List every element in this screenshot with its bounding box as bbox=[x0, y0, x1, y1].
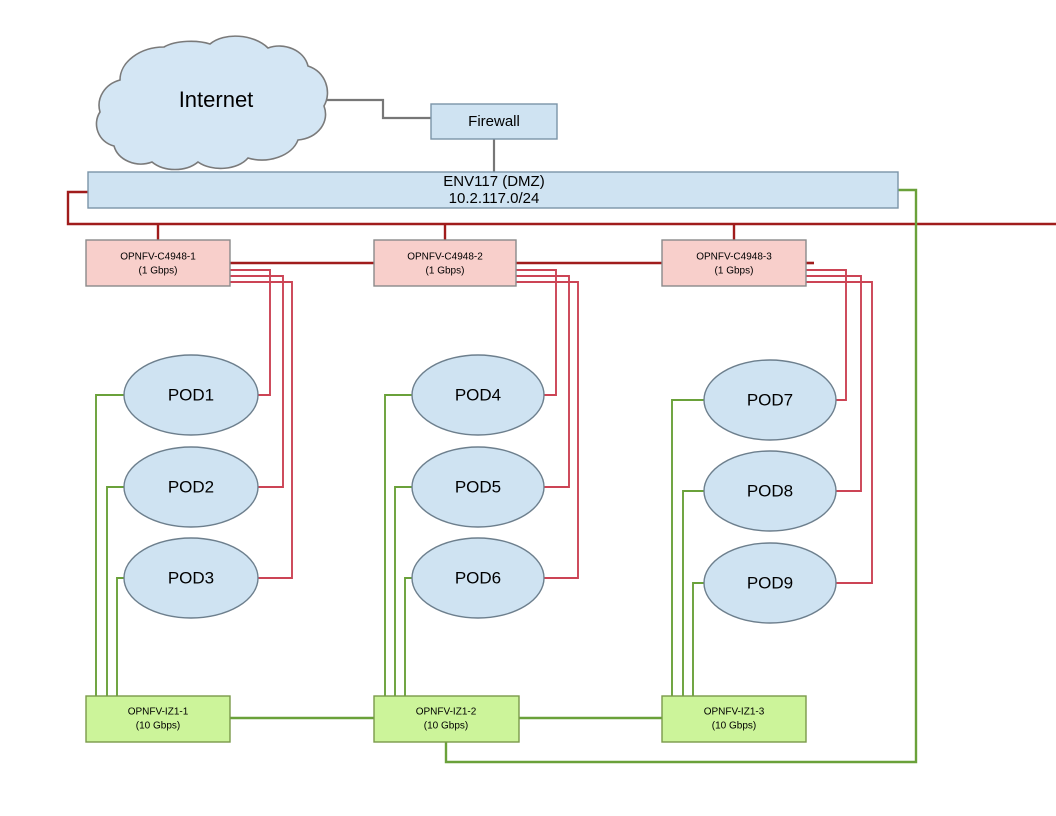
firewall-label: Firewall bbox=[468, 113, 520, 130]
core-switch-1-name: OPNFV-IZ1-1 bbox=[128, 707, 189, 718]
dmz-label-name: ENV117 (DMZ) bbox=[443, 173, 544, 190]
link-dmz-to-core-return bbox=[444, 188, 918, 764]
access-switch-2-name: OPNFV-C4948-2 bbox=[407, 252, 483, 263]
link-pods-to-iz1-3 bbox=[671, 399, 704, 696]
pod-node-8[interactable]: POD8 bbox=[703, 450, 837, 532]
core-switch-2-name: OPNFV-IZ1-2 bbox=[416, 707, 477, 718]
pod-5-label: POD5 bbox=[455, 477, 501, 496]
access-switch-3[interactable]: OPNFV-C4948-3 (1 Gbps) bbox=[661, 239, 807, 287]
link-pods-to-iz1-2 bbox=[384, 394, 412, 696]
pod-node-7[interactable]: POD7 bbox=[703, 359, 837, 441]
core-switch-3-name: OPNFV-IZ1-3 bbox=[704, 707, 765, 718]
pod-4-label: POD4 bbox=[455, 385, 501, 404]
link-c4948-3-to-pods bbox=[806, 269, 873, 584]
pod-node-9[interactable]: POD9 bbox=[703, 542, 837, 624]
pod-node-2[interactable]: POD2 bbox=[123, 446, 259, 528]
access-switch-1-name: OPNFV-C4948-1 bbox=[120, 252, 196, 263]
access-switch-1[interactable]: OPNFV-C4948-1 (1 Gbps) bbox=[85, 239, 231, 287]
pod-node-3[interactable]: POD3 bbox=[123, 537, 259, 619]
access-switch-3-speed: (1 Gbps) bbox=[715, 266, 754, 277]
link-internet-to-firewall bbox=[325, 98, 431, 120]
core-switch-1[interactable]: OPNFV-IZ1-1 (10 Gbps) bbox=[85, 695, 231, 743]
dmz-segment[interactable]: ENV117 (DMZ) 10.2.117.0/24 bbox=[87, 171, 899, 209]
core-switch-3[interactable]: OPNFV-IZ1-3 (10 Gbps) bbox=[661, 695, 807, 743]
firewall-node[interactable]: Firewall bbox=[430, 103, 558, 140]
link-c4948-1-to-pods bbox=[230, 269, 293, 579]
pod-3-label: POD3 bbox=[168, 568, 214, 587]
pod-node-5[interactable]: POD5 bbox=[411, 446, 545, 528]
internet-cloud[interactable]: Internet bbox=[95, 35, 329, 171]
core-switch-2-speed: (10 Gbps) bbox=[424, 721, 468, 732]
pod-2-label: POD2 bbox=[168, 477, 214, 496]
core-switch-1-speed: (10 Gbps) bbox=[136, 721, 180, 732]
link-trunk-drops bbox=[156, 224, 736, 240]
core-switch-3-speed: (10 Gbps) bbox=[712, 721, 756, 732]
core-switch-2[interactable]: OPNFV-IZ1-2 (10 Gbps) bbox=[373, 695, 520, 743]
pod-node-6[interactable]: POD6 bbox=[411, 537, 545, 619]
link-pods-to-iz1-1 bbox=[95, 394, 124, 696]
pod-7-label: POD7 bbox=[747, 390, 793, 409]
internet-cloud-label: Internet bbox=[179, 87, 254, 112]
dmz-label-subnet: 10.2.117.0/24 bbox=[449, 190, 540, 207]
access-switch-1-speed: (1 Gbps) bbox=[139, 266, 178, 277]
link-c4948-2-to-pods bbox=[516, 269, 579, 579]
link-dmz-to-access-trunk bbox=[66, 190, 1056, 226]
pod-1-label: POD1 bbox=[168, 385, 214, 404]
access-switch-2-speed: (1 Gbps) bbox=[426, 266, 465, 277]
access-switch-3-name: OPNFV-C4948-3 bbox=[696, 252, 772, 263]
pod-8-label: POD8 bbox=[747, 481, 793, 500]
access-switch-2[interactable]: OPNFV-C4948-2 (1 Gbps) bbox=[373, 239, 517, 287]
pod-9-label: POD9 bbox=[747, 573, 793, 592]
pod-node-1[interactable]: POD1 bbox=[123, 354, 259, 436]
pod-node-4[interactable]: POD4 bbox=[411, 354, 545, 436]
pod-6-label: POD6 bbox=[455, 568, 501, 587]
